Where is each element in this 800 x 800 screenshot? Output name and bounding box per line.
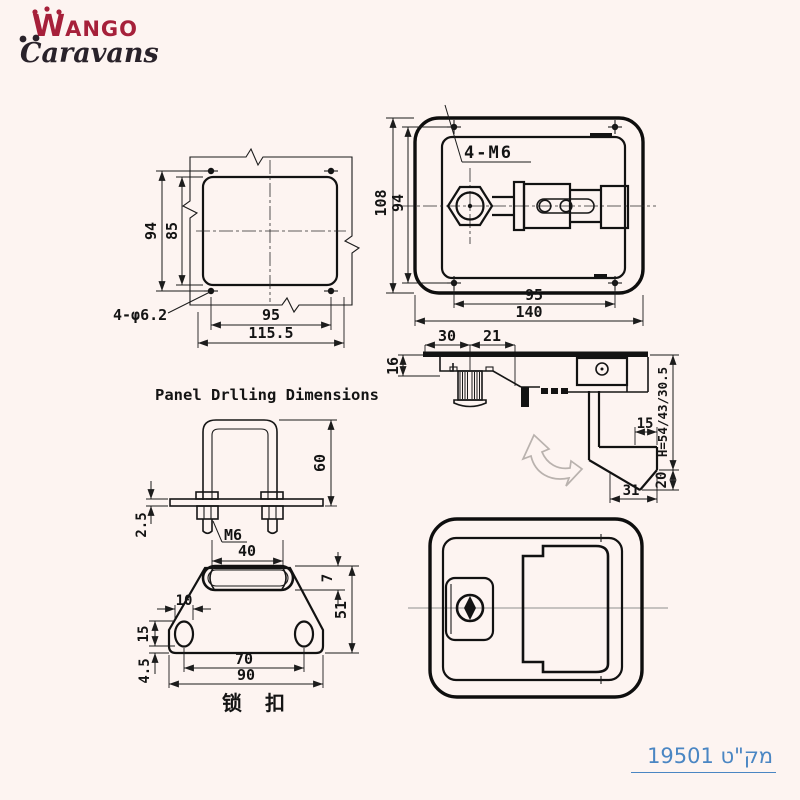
latch-illustration	[408, 517, 668, 699]
brand-logo: WANGO Caravans	[19, 6, 159, 69]
brand-initial-c: C	[20, 38, 42, 69]
dim-height-options: H=54/43/30.5	[655, 367, 670, 457]
dim-hole-spacing: 70	[235, 650, 253, 668]
sku-link[interactable]: מק"ט 19501	[631, 744, 776, 773]
dim-outer-height: 94	[142, 222, 160, 240]
rotate-arrow-icon	[521, 433, 584, 487]
dim-striker-height: 51	[332, 601, 350, 619]
panda-ears-icon	[19, 34, 40, 43]
lock-cylinder-front	[446, 185, 494, 227]
dim-panel-depth: 16	[384, 357, 402, 375]
dim-screw-spacing-v: 94	[389, 194, 407, 212]
dim-hook-width: 15	[637, 416, 654, 432]
brand-rest-ango: ANGO	[65, 17, 139, 41]
thread-callout: M6	[224, 526, 242, 544]
paddle-handle-front	[492, 180, 630, 232]
dim-screw-spacing-h: 95	[525, 286, 543, 304]
dim-hole-spacing-h: 95	[262, 306, 280, 324]
dim-offset-b: 21	[483, 327, 501, 345]
dim-hole-width: 10	[176, 593, 193, 609]
dim-striker-width: 90	[237, 666, 255, 684]
cutout-corner-holes	[204, 167, 338, 295]
striker-plate-drawing: 10 15 4.5 70 90 7 51 锁 扣	[136, 552, 359, 715]
dim-cutout-height: 85	[163, 222, 181, 240]
u-bolt-drawing: 60 2.5 M6 40	[134, 419, 337, 566]
panel-edge	[423, 351, 648, 357]
dim-outer-width: 115.5	[248, 324, 293, 342]
keyhole-icon	[464, 596, 476, 620]
holes-callout: 4-φ6.2	[113, 306, 167, 324]
dim-ubolt-height: 60	[311, 454, 329, 472]
latch-hook	[587, 391, 659, 491]
dim-latch-height: 108	[372, 189, 390, 216]
section-title: Panel Drlling Dimensions	[155, 386, 379, 404]
sku-label[interactable]: מק"ט 19501	[631, 744, 776, 773]
crown-icon	[32, 6, 62, 15]
lock-cylinder-illustration	[444, 576, 495, 642]
lock-cylinder-side	[453, 370, 487, 408]
dim-bottom-margin: 4.5	[137, 658, 153, 683]
dim-latch-width: 140	[515, 303, 542, 321]
paddle-handle-illustration	[521, 544, 610, 674]
dim-plate-thickness: 2.5	[134, 512, 150, 537]
corner-screws	[447, 120, 622, 290]
panel-cutout-drawing: 94 85 95 115.5 4-φ6.2	[113, 147, 361, 348]
dim-foot-width: 31	[623, 483, 640, 499]
latch-front-view: 4-M6 108 94 95 140	[372, 104, 656, 326]
dim-tube-height: 7	[320, 574, 336, 582]
dim-hook-depth: 20	[654, 472, 670, 489]
screws-callout: 4-M6	[464, 143, 513, 163]
dim-hole-height: 15	[136, 626, 152, 643]
brand-rest-aravans: aravans	[41, 38, 159, 69]
brand-word-caravans: Caravans	[19, 34, 159, 69]
latch-side-view: 30 21	[384, 327, 679, 503]
dim-leg-spacing: 40	[238, 542, 256, 560]
striker-caption: 锁 扣	[222, 691, 293, 715]
dim-offset-a: 30	[438, 327, 456, 345]
